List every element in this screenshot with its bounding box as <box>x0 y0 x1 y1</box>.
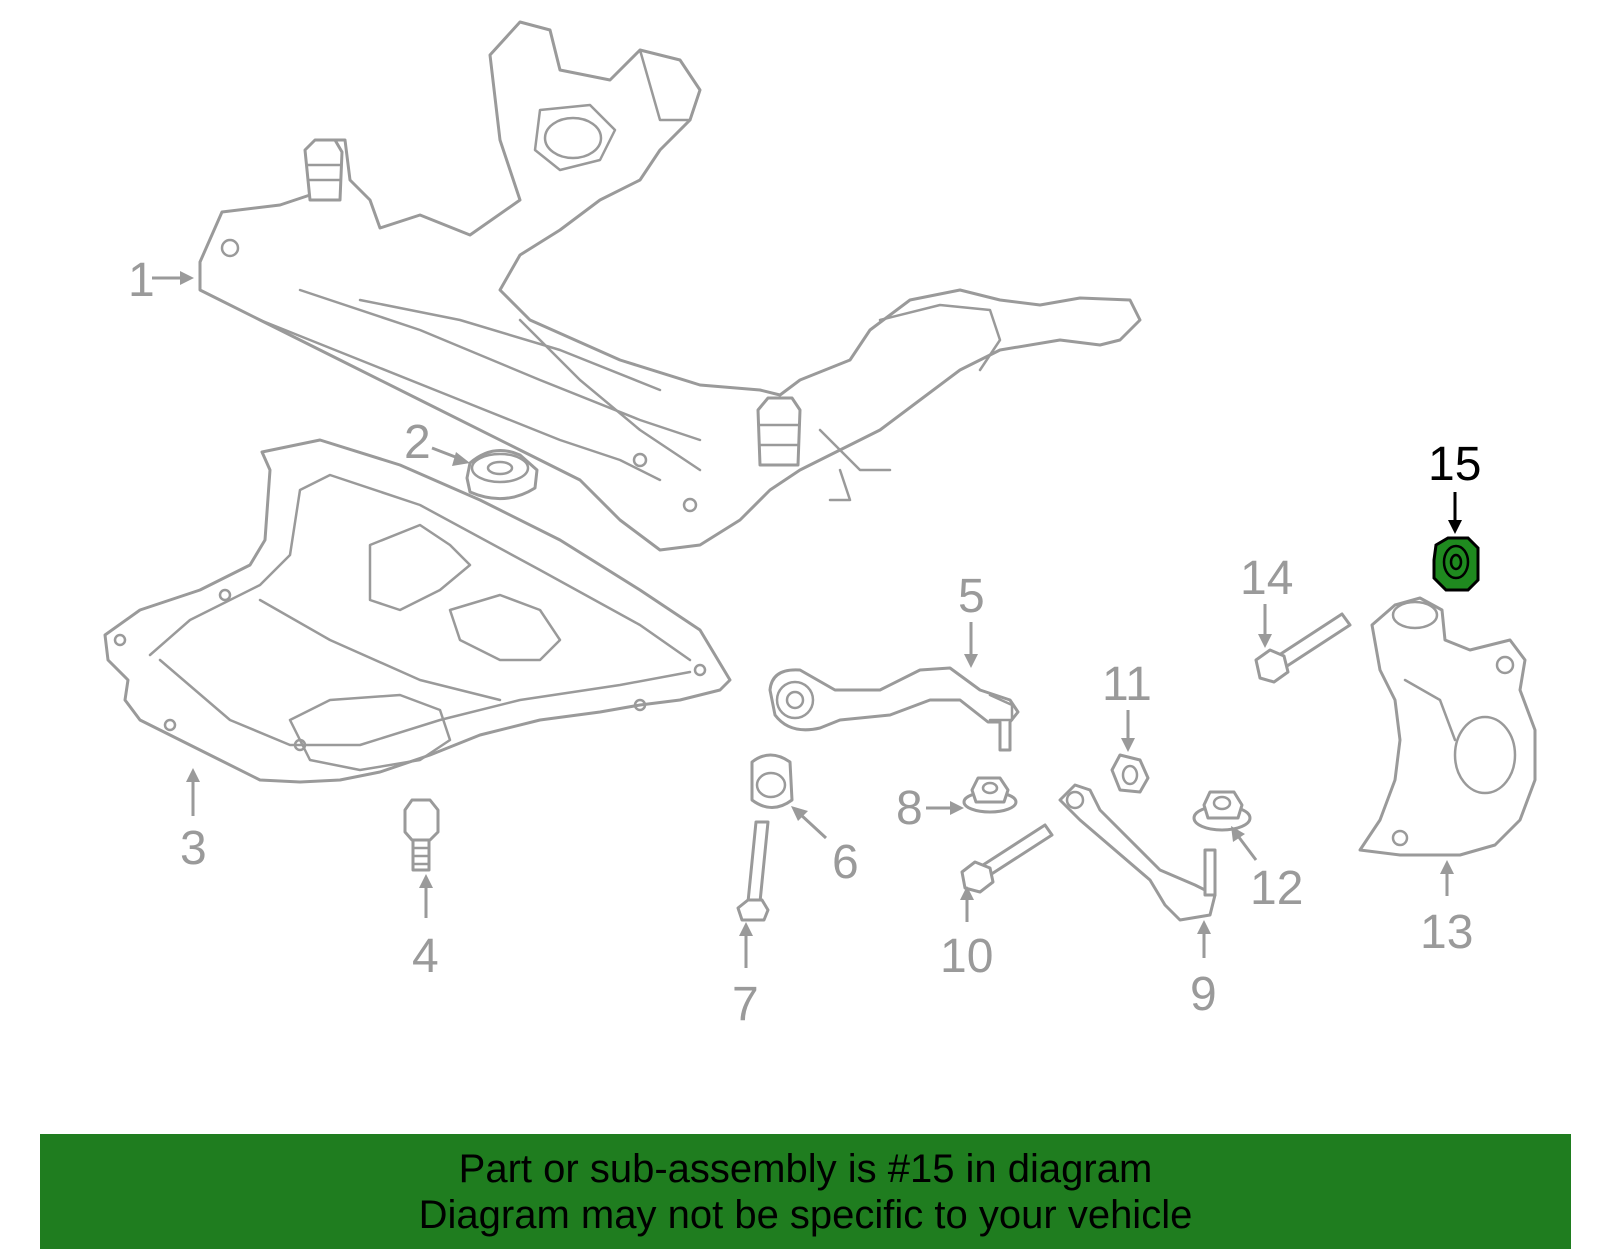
callout-11: 11 <box>1102 658 1152 752</box>
callout-label-11: 11 <box>1102 658 1152 711</box>
callout-label-10: 10 <box>940 930 993 983</box>
callout-label-12: 12 <box>1250 862 1303 915</box>
callout-15: 15 <box>1428 438 1481 534</box>
callout-label-2: 2 <box>404 416 431 469</box>
info-banner: Part or sub-assembly is #15 in diagram D… <box>40 1134 1571 1249</box>
callout-5: 5 <box>958 570 985 668</box>
callout-label-3: 3 <box>180 822 207 875</box>
callout-label-1: 1 <box>128 254 155 307</box>
callout-2: 2 <box>404 416 470 469</box>
part-12-nut[interactable] <box>1192 790 1252 832</box>
callout-label-15: 15 <box>1428 438 1481 491</box>
part-15-nut-highlighted[interactable] <box>1432 536 1480 592</box>
banner-line-part: Part or sub-assembly is #15 in diagram <box>458 1146 1153 1191</box>
callout-label-8: 8 <box>896 782 923 835</box>
callout-13: 13 <box>1420 860 1473 959</box>
part-4-bolt[interactable] <box>403 798 440 872</box>
callout-12: 12 <box>1231 826 1303 915</box>
callout-label-9: 9 <box>1190 968 1217 1021</box>
callout-8: 8 <box>896 782 964 835</box>
callout-1: 1 <box>128 254 194 307</box>
part-7-long-bolt[interactable] <box>736 820 770 922</box>
callout-3: 3 <box>180 768 207 875</box>
callout-label-13: 13 <box>1420 906 1473 959</box>
part-3-under-cover[interactable] <box>103 438 732 784</box>
callout-label-14: 14 <box>1240 552 1293 605</box>
part-5-control-arm[interactable] <box>768 666 1020 752</box>
callout-label-4: 4 <box>412 930 439 983</box>
callout-label-5: 5 <box>958 570 985 623</box>
part-9-lower-arm[interactable] <box>1058 783 1217 922</box>
callout-4: 4 <box>412 874 439 983</box>
part-1-subframe[interactable] <box>198 20 1142 552</box>
callout-6: 6 <box>791 806 859 889</box>
part-8-nut[interactable] <box>962 776 1018 814</box>
part-14-bolt[interactable] <box>1254 612 1352 684</box>
callout-7: 7 <box>732 922 759 1031</box>
callout-14: 14 <box>1240 552 1293 648</box>
banner-line-disclaimer: Diagram may not be specific to your vehi… <box>418 1192 1193 1237</box>
part-2-washer[interactable] <box>465 449 539 501</box>
part-10-bolt[interactable] <box>960 823 1054 894</box>
callout-9: 9 <box>1190 920 1217 1021</box>
part-13-knuckle[interactable] <box>1358 596 1537 857</box>
callout-label-6: 6 <box>832 836 859 889</box>
callout-10: 10 <box>940 886 993 983</box>
callout-label-7: 7 <box>732 978 759 1031</box>
part-11-nut[interactable] <box>1110 753 1150 794</box>
part-6-bushing[interactable] <box>750 753 794 809</box>
